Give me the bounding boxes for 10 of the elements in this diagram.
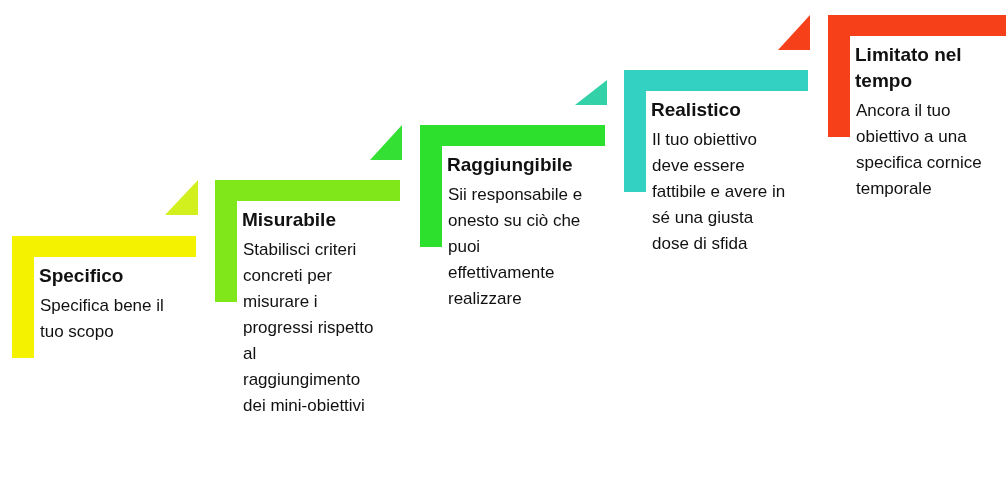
- step-heading: Realistico: [651, 98, 742, 122]
- step-heading: Misurabile: [242, 208, 337, 232]
- step-heading: Raggiungibile: [447, 153, 574, 177]
- step-heading: Specifico: [39, 264, 125, 288]
- step-description: Specifica bene il tuo scopo: [40, 295, 165, 343]
- step-description: Il tuo obiettivo deve essere fattibile e avere in sé una giusta dose di sfida: [652, 129, 786, 255]
- step-description: Ancora il tuo obiettivo a una specifica cornice temporale: [856, 100, 983, 200]
- step-heading: Limitato nel tempo: [855, 43, 963, 93]
- step-description: Sii responsabile e onesto su ciò che puoi effettivamente realizzare: [448, 184, 584, 310]
- step-description: Stabilisci criteri concreti per misurare i progressi rispetto al raggiungimento dei mini-obiettivi: [243, 239, 375, 417]
